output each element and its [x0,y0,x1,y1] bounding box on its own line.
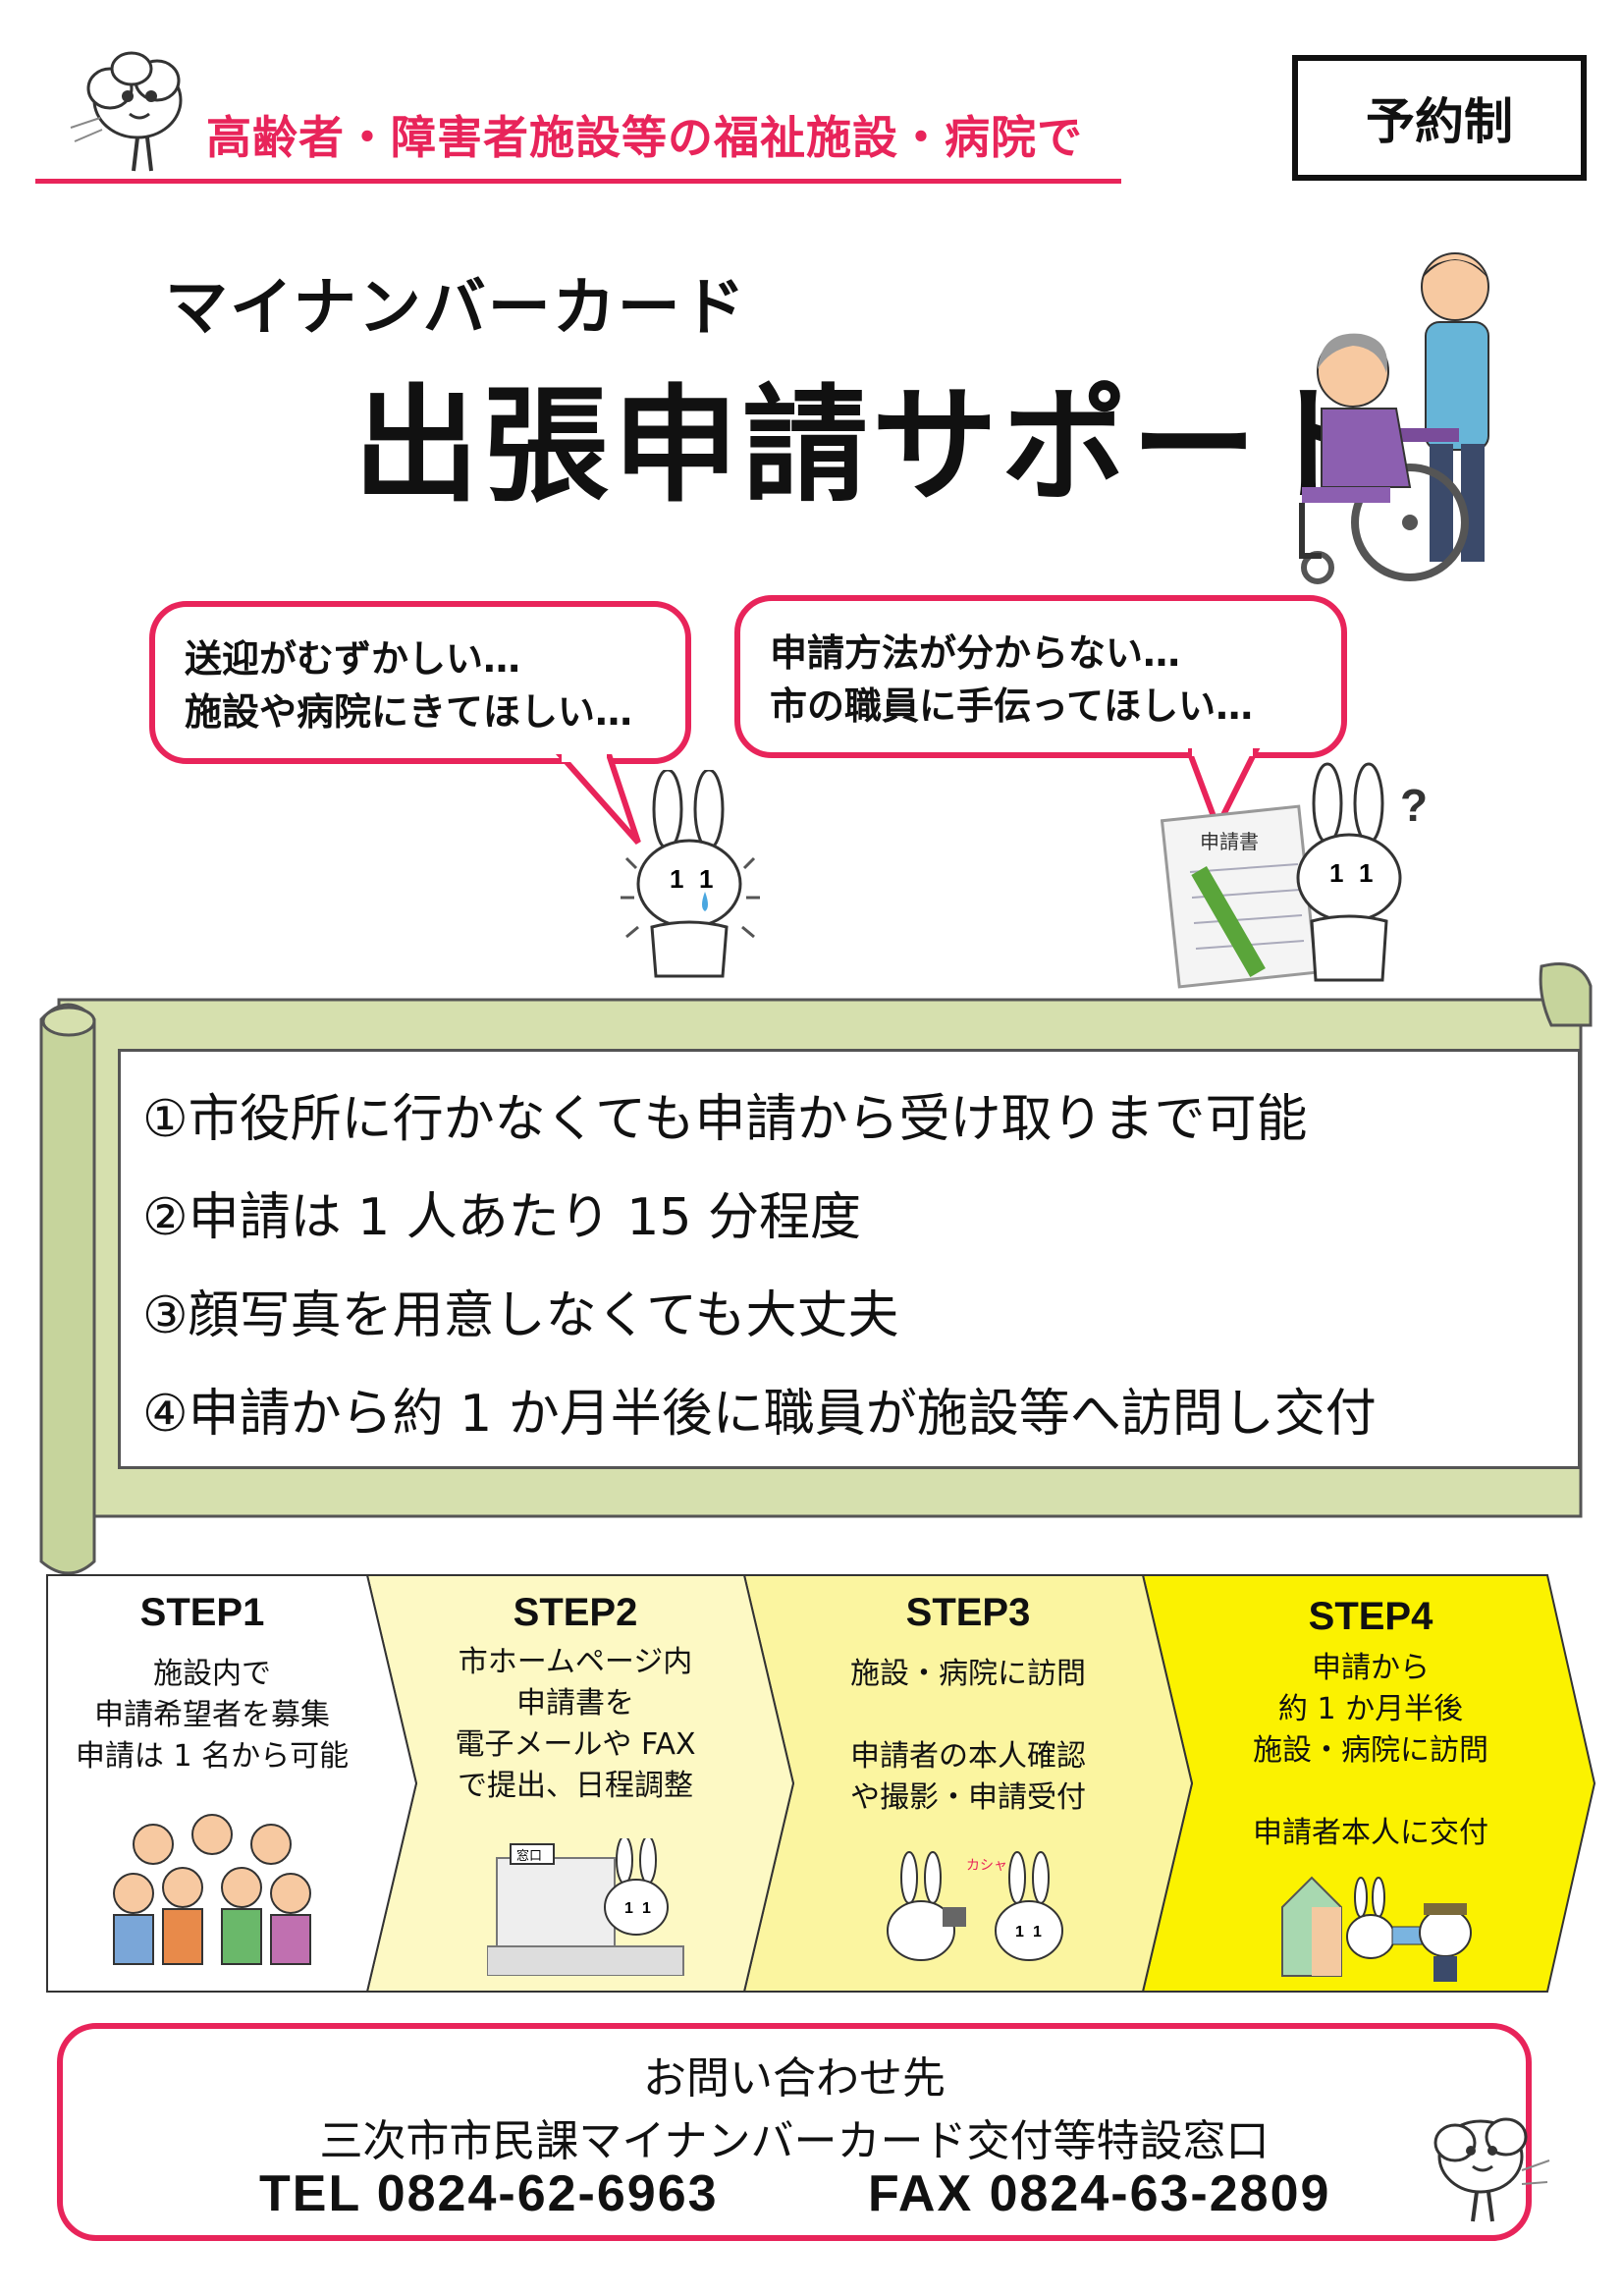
card-delivery-icon [1281,1876,1472,1982]
svg-text:1: 1 [1015,1924,1024,1941]
step1-title: STEP1 [139,1591,265,1634]
steps-flow: STEP1 施設内で 申請希望者を募集 申請は 1 名から可能 STEP2 市ホ… [45,1573,1596,1994]
header-subtitle: 高齢者・障害者施設等の福祉施設・病院で [206,111,1083,164]
svg-text:1: 1 [699,864,713,894]
step3-description: 施設・病院に訪問 申請者の本人確認 や撮影・申請受付 [821,1654,1115,1819]
feature-item: ③顔写真を用意しなくても大丈夫 [142,1286,899,1345]
step-line: 申請は 1 名から可能 [75,1739,350,1774]
application-form-icon: 申請書 [1161,804,1319,989]
speech-bubble-tail [555,754,641,845]
step-line: 申請書を [516,1686,634,1721]
title-small: マイナンバーカード [165,272,747,345]
speech-bubble-tail [1188,748,1261,835]
step-line: 市ホームページ内 [458,1645,693,1679]
svg-text:?: ? [1400,780,1428,831]
step3-title: STEP3 [905,1591,1031,1634]
confused-rabbit-icon: 1 1 ? [1296,762,1428,982]
step-line: 約 1 か月半後 [1277,1692,1464,1726]
step-line: 施設・病院に訪問 [850,1657,1086,1691]
features-panel: ①市役所に行かなくても申請から受け取りまで可能 ②申請は 1 人あたり 15 分… [118,1049,1581,1469]
contact-office: 三次市市民課マイナンバーカード交付等特設窓口 [319,2116,1270,2166]
speech-bubble-transport: 送迎がむずかしい… 施設や病院にきてほしい… [149,601,691,764]
step-line: 電子メールや FAX [455,1727,696,1762]
step-line: 申請から [1312,1651,1430,1685]
contact-phone: TEL 0824-62-6963 [259,2165,719,2222]
step2-title: STEP2 [513,1591,638,1634]
bubble-line: 送迎がむずかしい… [185,637,521,681]
step-line: で提出、日程調整 [458,1769,693,1803]
step-line: や撮影・申請受付 [850,1780,1086,1815]
bubble-line: 市の職員に手伝ってほしい… [770,684,1254,728]
feature-item: ④申請から約 1 か月半後に職員が施設等へ訪問し交付 [142,1385,1377,1444]
svg-text:1: 1 [670,864,683,894]
step4-description: 申請から 約 1 か月半後 施設・病院に訪問 申請者本人に交付 [1223,1648,1518,1854]
step-line: 施設・病院に訪問 [1253,1733,1488,1768]
feature-item: ②申請は 1 人あたり 15 分程度 [142,1188,861,1247]
step-line: 申請希望者を募集 [94,1698,330,1732]
step1-description: 施設内で 申請希望者を募集 申請は 1 名から可能 [65,1654,359,1777]
worried-rabbit-icon: 1 1 [621,770,760,978]
svg-text:1: 1 [1329,858,1343,888]
counter-sign-text: 窓口 [516,1848,542,1864]
crowd-of-seniors-icon [113,1814,311,1965]
mascot-cloud-icon [70,51,183,172]
svg-text:1: 1 [1359,858,1373,888]
step-line [1223,1772,1518,1813]
mascot-cloud-icon [1433,2117,1550,2222]
wheelchair-caregiver-illustration [1299,252,1489,584]
form-label: 申請書 [1200,830,1259,853]
step-line: 申請者本人に交付 [1253,1816,1488,1850]
camera-sound-text: カシャ [966,1858,1007,1874]
svg-text:1: 1 [624,1900,633,1917]
contact-box: お問い合わせ先 三次市市民課マイナンバーカード交付等特設窓口 TEL 0824-… [57,2023,1532,2241]
speech-bubble-procedure: 申請方法が分からない… 市の職員に手伝ってほしい… [734,595,1347,758]
step-line [821,1695,1115,1736]
counter-desk-rabbit-icon: 窓口 1 1 [487,1838,684,1976]
step-line: 施設内で [153,1657,271,1691]
svg-text:1: 1 [642,1900,651,1917]
contact-heading: お問い合わせ先 [643,2053,946,2104]
bubble-line: 施設や病院にきてほしい… [185,690,633,734]
step4-title: STEP4 [1308,1595,1433,1638]
contact-fax: FAX 0824-63-2809 [868,2165,1331,2222]
feature-item: ①市役所に行かなくても申請から受け取りまで可能 [142,1090,1308,1149]
step-line: 申請者の本人確認 [850,1739,1086,1774]
step2-description: 市ホームページ内 申請書を 電子メールや FAX で提出、日程調整 [428,1642,723,1807]
header-divider [35,179,1121,184]
bubble-line: 申請方法が分からない… [770,631,1181,675]
page-title: 出張申請サポート [353,373,1391,519]
camera-rabbits-icon: カシャ 1 1 [887,1851,1063,1961]
reservation-badge: 予約制 [1292,55,1587,181]
svg-text:1: 1 [1033,1924,1042,1941]
